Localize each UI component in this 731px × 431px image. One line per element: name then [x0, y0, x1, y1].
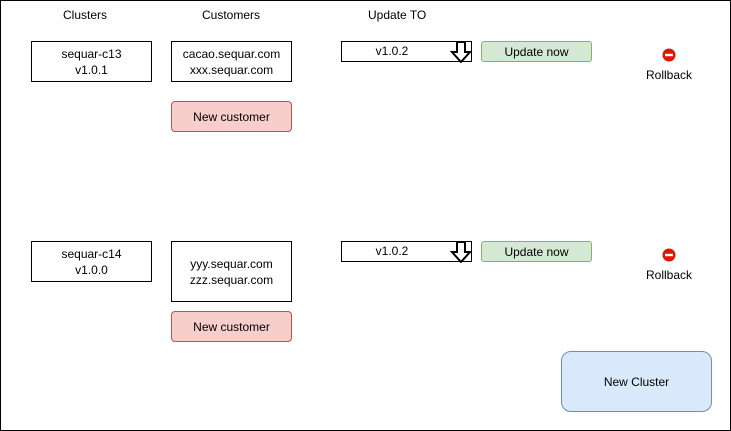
- cluster-name: sequar-c13: [61, 46, 122, 61]
- rollback-label: Rollback: [645, 268, 693, 282]
- rollback-button[interactable]: Rollback: [634, 248, 704, 282]
- no-entry-icon: [662, 48, 676, 62]
- customer-item: zzz.sequar.com: [189, 272, 274, 287]
- arrow-down-icon[interactable]: [450, 241, 472, 263]
- customer-item: cacao.sequar.com: [182, 46, 281, 61]
- new-cluster-button[interactable]: New Cluster: [561, 351, 712, 412]
- cluster-name: sequar-c14: [61, 246, 122, 261]
- update-version-select[interactable]: v1.0.2: [341, 41, 472, 63]
- customer-list: yyy.sequar.com zzz.sequar.com: [171, 241, 292, 302]
- header-clusters: Clusters: [63, 8, 108, 22]
- header-update-to: Update TO: [368, 8, 427, 22]
- update-version-select[interactable]: v1.0.2: [341, 241, 472, 263]
- selected-version: v1.0.2: [375, 44, 409, 58]
- no-entry-icon: [662, 248, 676, 262]
- cluster-version: v1.0.0: [75, 262, 108, 277]
- arrow-down-icon[interactable]: [450, 41, 472, 63]
- new-customer-button[interactable]: New customer: [171, 101, 292, 132]
- selected-version: v1.0.2: [375, 244, 409, 258]
- new-customer-button[interactable]: New customer: [171, 311, 292, 342]
- update-now-button[interactable]: Update now: [481, 241, 592, 262]
- update-now-button[interactable]: Update now: [481, 41, 592, 62]
- rollback-label: Rollback: [645, 68, 693, 82]
- cluster-card-sequar-c14[interactable]: sequar-c14 v1.0.0: [31, 241, 152, 282]
- customer-item: xxx.sequar.com: [189, 62, 274, 77]
- customer-item: yyy.sequar.com: [190, 256, 273, 271]
- customer-list: cacao.sequar.com xxx.sequar.com: [171, 41, 292, 82]
- header-customers: Customers: [202, 8, 261, 22]
- cluster-version: v1.0.1: [75, 62, 108, 77]
- cluster-card-sequar-c13[interactable]: sequar-c13 v1.0.1: [31, 41, 152, 82]
- rollback-button[interactable]: Rollback: [634, 48, 704, 82]
